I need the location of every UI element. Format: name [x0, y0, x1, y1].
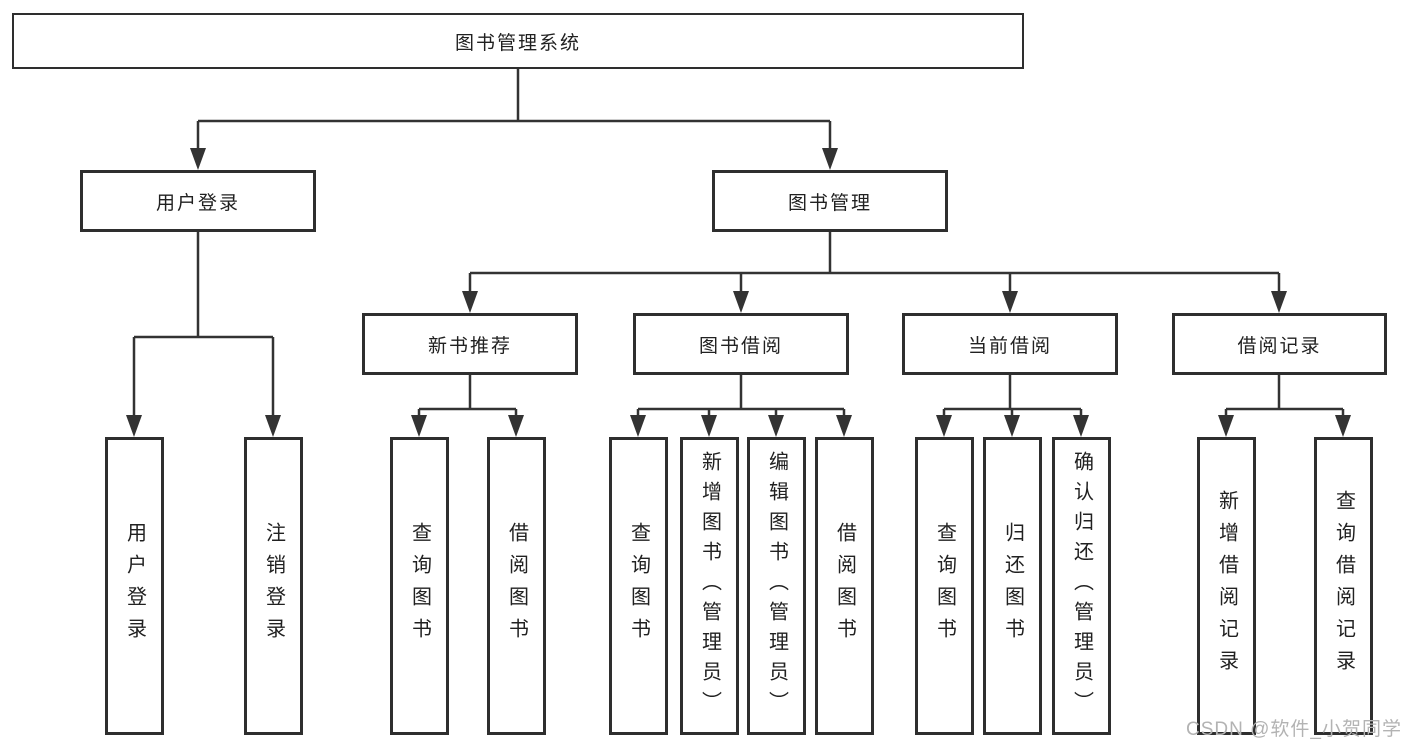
leaf-label: 编辑图书（管理员） [765, 451, 788, 721]
leaf-label: 确认归还（管理员） [1070, 451, 1093, 721]
node-label: 用户登录 [155, 192, 240, 214]
leaf-label: 新增借阅记录 [1215, 490, 1238, 682]
leaf-confirm-return-admin: 确认归还（管理员） [1052, 437, 1111, 735]
node-label: 图书管理 [787, 192, 872, 214]
node-label: 图书借阅 [698, 335, 783, 357]
node-label: 当前借阅 [967, 335, 1052, 357]
leaf-query-books-1: 查询图书 [390, 437, 449, 735]
leaf-edit-books-admin: 编辑图书（管理员） [747, 437, 806, 735]
leaf-user-login: 用户登录 [105, 437, 164, 735]
leaf-query-books-3: 查询图书 [915, 437, 974, 735]
leaf-label: 归还图书 [1001, 522, 1024, 650]
csdn-watermark: CSDN @软件_小贺同学 [1186, 719, 1402, 740]
leaf-add-books-admin: 新增图书（管理员） [680, 437, 739, 735]
leaf-borrow-books-2: 借阅图书 [815, 437, 874, 735]
leaf-logout: 注销登录 [244, 437, 303, 735]
node-new-book-recommend: 新书推荐 [362, 313, 578, 375]
leaf-label: 注销登录 [262, 522, 285, 650]
node-user-login: 用户登录 [80, 170, 316, 232]
connector-path [132, 69, 1345, 419]
leaf-add-borrow-record: 新增借阅记录 [1197, 437, 1256, 735]
node-book-management: 图书管理 [712, 170, 948, 232]
leaf-label: 查询图书 [627, 522, 650, 650]
leaf-label: 用户登录 [123, 522, 146, 650]
leaf-label: 新增图书（管理员） [698, 451, 721, 721]
leaf-label: 查询借阅记录 [1332, 490, 1355, 682]
leaf-label: 查询图书 [933, 522, 956, 650]
leaf-return-books: 归还图书 [983, 437, 1042, 735]
leaf-label: 借阅图书 [505, 522, 528, 650]
node-current-borrow: 当前借阅 [902, 313, 1118, 375]
node-label: 借阅记录 [1237, 335, 1322, 357]
leaf-query-books-2: 查询图书 [609, 437, 668, 735]
leaf-borrow-books-1: 借阅图书 [487, 437, 546, 735]
node-label: 新书推荐 [427, 335, 512, 357]
node-book-borrow: 图书借阅 [633, 313, 849, 375]
arrowheads [126, 148, 1351, 437]
node-root-label: 图书管理系统 [454, 32, 581, 54]
node-root: 图书管理系统 [12, 13, 1024, 69]
leaf-query-borrow-record: 查询借阅记录 [1314, 437, 1373, 735]
leaf-label: 借阅图书 [833, 522, 856, 650]
leaf-label: 查询图书 [408, 522, 431, 650]
node-borrow-records: 借阅记录 [1172, 313, 1387, 375]
